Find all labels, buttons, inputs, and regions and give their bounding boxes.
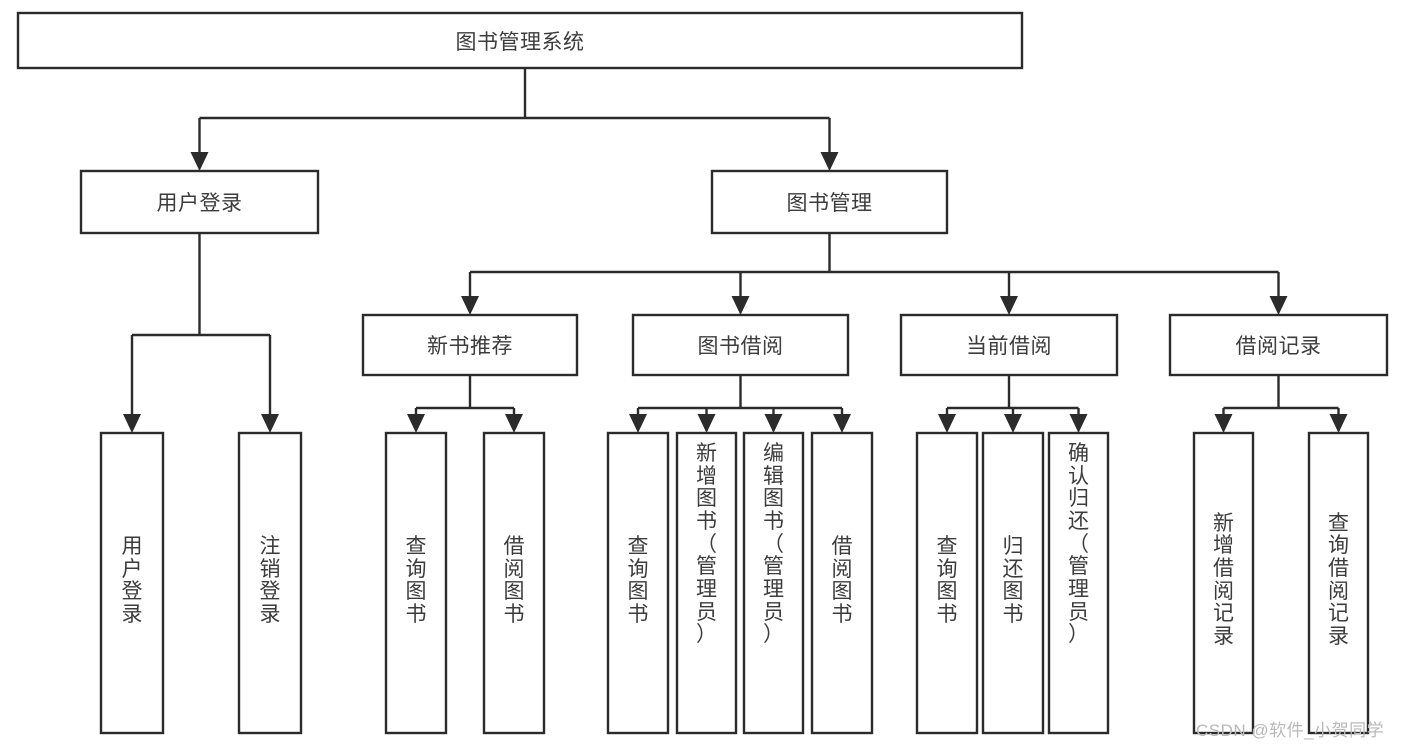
node-leaf-confirm-return[interactable]: [1047, 431, 1110, 735]
node-leaf-edit-book[interactable]: [742, 431, 805, 735]
arrow-borrow-record: [1269, 296, 1288, 315]
arrow-leaf-query-book-recommend: [407, 414, 425, 433]
node-leaf-logout[interactable]: [237, 431, 303, 735]
arrow-leaf-borrow-book-recommend: [505, 414, 523, 433]
node-new-book-recommend[interactable]: [361, 313, 579, 377]
node-leaf-borrow-book-recommend[interactable]: [482, 431, 546, 735]
node-leaf-add-borrow-record[interactable]: [1192, 431, 1255, 735]
arrow-leaf-logout: [261, 414, 279, 433]
node-leaf-query-book-current[interactable]: [915, 431, 979, 735]
node-leaf-query-book-recommend[interactable]: [384, 431, 448, 735]
arrow-user-login: [190, 152, 209, 171]
arrow-current-borrow: [1000, 296, 1018, 315]
node-leaf-query-book[interactable]: [606, 431, 670, 735]
arrow-new-book-recommend: [461, 296, 479, 315]
node-leaf-user-login[interactable]: [99, 431, 165, 735]
arrow-leaf-return-book: [1004, 414, 1022, 433]
node-leaf-borrow-book[interactable]: [810, 431, 874, 735]
node-book-manage[interactable]: [710, 169, 949, 235]
connector-layer: [123, 68, 1348, 433]
arrow-leaf-query-borrow-record: [1329, 414, 1348, 433]
node-current-borrow[interactable]: [899, 313, 1119, 377]
arrow-book-manage: [820, 152, 839, 171]
node-book-borrow[interactable]: [631, 313, 850, 377]
box-layer: [16, 11, 1389, 735]
arrow-leaf-edit-book: [764, 414, 783, 433]
node-borrow-record[interactable]: [1168, 313, 1389, 377]
node-user-login[interactable]: [79, 169, 320, 235]
arrow-leaf-add-book: [697, 414, 716, 433]
arrow-leaf-borrow-book: [833, 414, 851, 433]
node-leaf-add-book[interactable]: [675, 431, 738, 735]
node-leaf-return-book[interactable]: [981, 431, 1045, 735]
arrow-book-borrow: [731, 296, 750, 315]
arrow-leaf-confirm-return: [1069, 414, 1088, 433]
arrow-leaf-user-login: [123, 414, 141, 433]
arrow-leaf-query-book-current: [938, 414, 956, 433]
arrow-leaf-add-borrow-record: [1214, 414, 1233, 433]
node-root[interactable]: [16, 11, 1024, 70]
arrow-leaf-query-book: [629, 414, 647, 433]
node-leaf-query-borrow-record[interactable]: [1307, 431, 1370, 735]
